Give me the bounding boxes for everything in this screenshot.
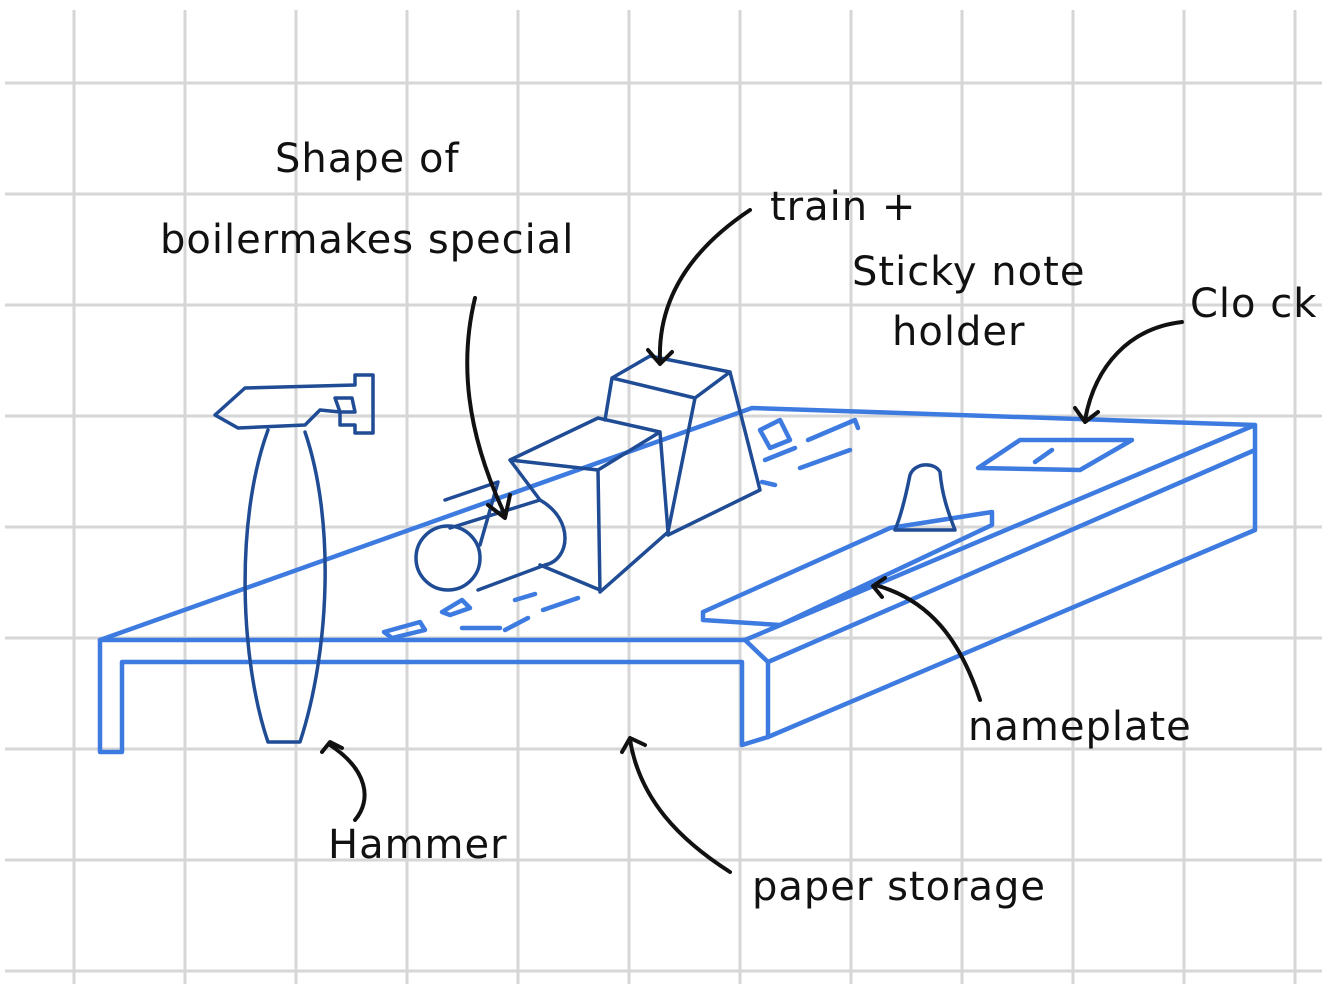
nameplate-figure — [893, 463, 957, 532]
label-shape-of: Shape of — [275, 136, 460, 182]
desk-objects — [213, 354, 957, 744]
arrow-boilermaker — [465, 296, 512, 520]
label-clock: Clo ck — [1190, 281, 1317, 327]
arrow-train — [646, 208, 752, 366]
label-boilermaker-special: boilermakes special — [160, 217, 574, 263]
arrow-paper-storage — [620, 736, 732, 874]
labels: Shape of boilermakes special train + Sti… — [160, 136, 1317, 910]
label-paper-storage: paper storage — [752, 864, 1046, 910]
label-sticky-note: Sticky note — [852, 249, 1085, 295]
train-cylinder — [414, 480, 602, 592]
desk-inner-edge — [765, 447, 1258, 665]
desk — [97, 405, 1258, 755]
arrow-clock — [1073, 320, 1184, 424]
label-nameplate: nameplate — [968, 704, 1192, 750]
desk-slots — [381, 417, 861, 641]
label-train: train + — [770, 184, 916, 230]
sticky-note-holder — [603, 354, 762, 537]
clock-shape — [975, 437, 1135, 473]
desk-right-face — [742, 422, 1258, 740]
label-holder: holder — [892, 309, 1025, 355]
arrow-nameplate — [871, 576, 982, 702]
annotation-arrows — [320, 208, 1184, 874]
nameplate-shape — [700, 509, 995, 628]
arrow-hammer — [320, 740, 367, 822]
train-cab-box — [508, 416, 670, 594]
desk-front-face — [97, 637, 771, 755]
label-hammer: Hammer — [328, 822, 508, 868]
hammer-drawing — [213, 373, 375, 744]
